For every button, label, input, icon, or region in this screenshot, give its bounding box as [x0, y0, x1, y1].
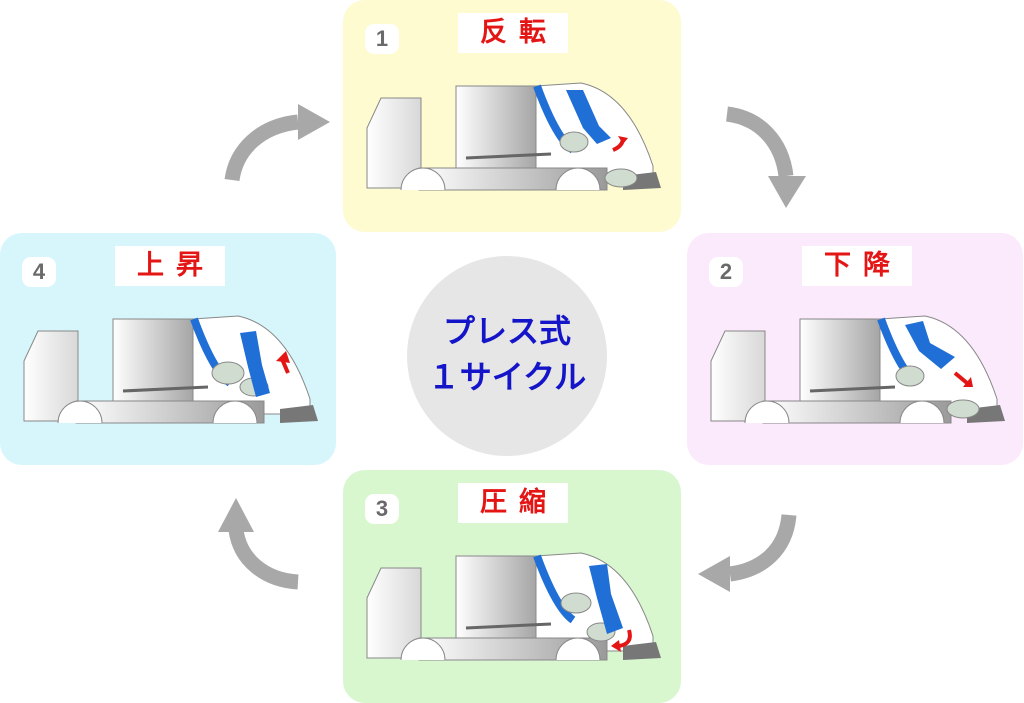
step-number: 3 — [365, 494, 399, 524]
step-2-panel: 2 下降 — [687, 233, 1023, 465]
arrow-4-to-1 — [224, 114, 300, 182]
garbage-truck-illustration — [366, 82, 661, 191]
step-3-panel: 3 圧縮 — [343, 470, 681, 703]
step-4-panel: 4 上昇 — [0, 233, 336, 465]
step-label: 下降 — [802, 246, 912, 286]
arrow-head-1 — [298, 104, 330, 140]
center-circle: プレス式 １サイクル — [407, 256, 607, 456]
center-title-line2: １サイクル — [427, 358, 587, 396]
garbage-truck-illustration — [366, 552, 661, 661]
step-label: 上昇 — [115, 246, 225, 286]
step-number: 4 — [22, 257, 56, 287]
arrow-head-3 — [698, 556, 730, 592]
arrow-2-to-3 — [728, 513, 797, 582]
step-1-panel: 1 反転 — [343, 0, 681, 232]
step-label: 圧縮 — [458, 483, 568, 523]
garbage-truck-illustration — [710, 315, 1005, 424]
arrow-1-to-2 — [725, 106, 794, 178]
center-title: プレス式 １サイクル — [407, 308, 607, 400]
arrow-3-to-4 — [228, 528, 299, 590]
step-number: 1 — [365, 24, 399, 54]
arrow-head-4 — [218, 498, 254, 532]
step-number: 2 — [709, 257, 743, 287]
step-label: 反転 — [458, 13, 568, 53]
center-title-line1: プレス式 — [442, 312, 571, 350]
arrow-head-2 — [768, 176, 806, 208]
garbage-truck-illustration — [23, 315, 318, 424]
